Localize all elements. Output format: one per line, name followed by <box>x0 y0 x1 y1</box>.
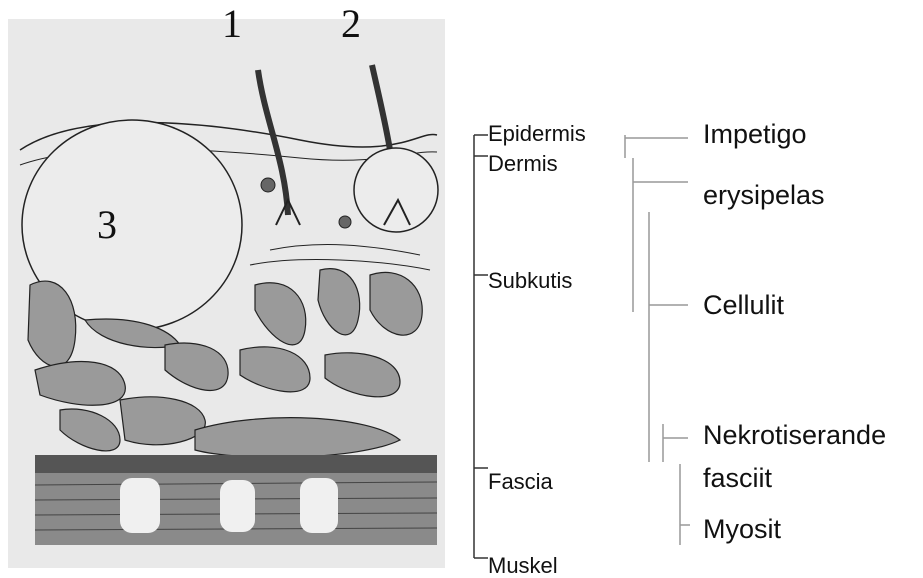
condition-label-cellulit: Cellulit <box>703 292 784 319</box>
layer-label-fascia: Fascia <box>488 471 553 493</box>
layer-bracket <box>474 135 488 558</box>
condition-label-nekrotiserande: Nekrotiserande <box>703 422 886 449</box>
condition-label-myosit: Myosit <box>703 516 781 543</box>
condition-label-erysipelas: erysipelas <box>703 182 825 209</box>
layer-label-epidermis: Epidermis <box>488 123 586 145</box>
marker-1-label: 1 <box>222 4 242 44</box>
layer-label-muskel: Muskel <box>488 555 558 577</box>
marker-2-label: 2 <box>341 4 361 44</box>
condition-label-impetigo: Impetigo <box>703 121 807 148</box>
layer-label-dermis: Dermis <box>488 153 558 175</box>
condition-brackets <box>625 135 690 545</box>
illustration-shapes <box>20 65 438 545</box>
marker-3-label: 3 <box>97 205 117 245</box>
condition-label-fasciit: fasciit <box>703 465 772 492</box>
layer-label-subkutis: Subkutis <box>488 270 572 292</box>
